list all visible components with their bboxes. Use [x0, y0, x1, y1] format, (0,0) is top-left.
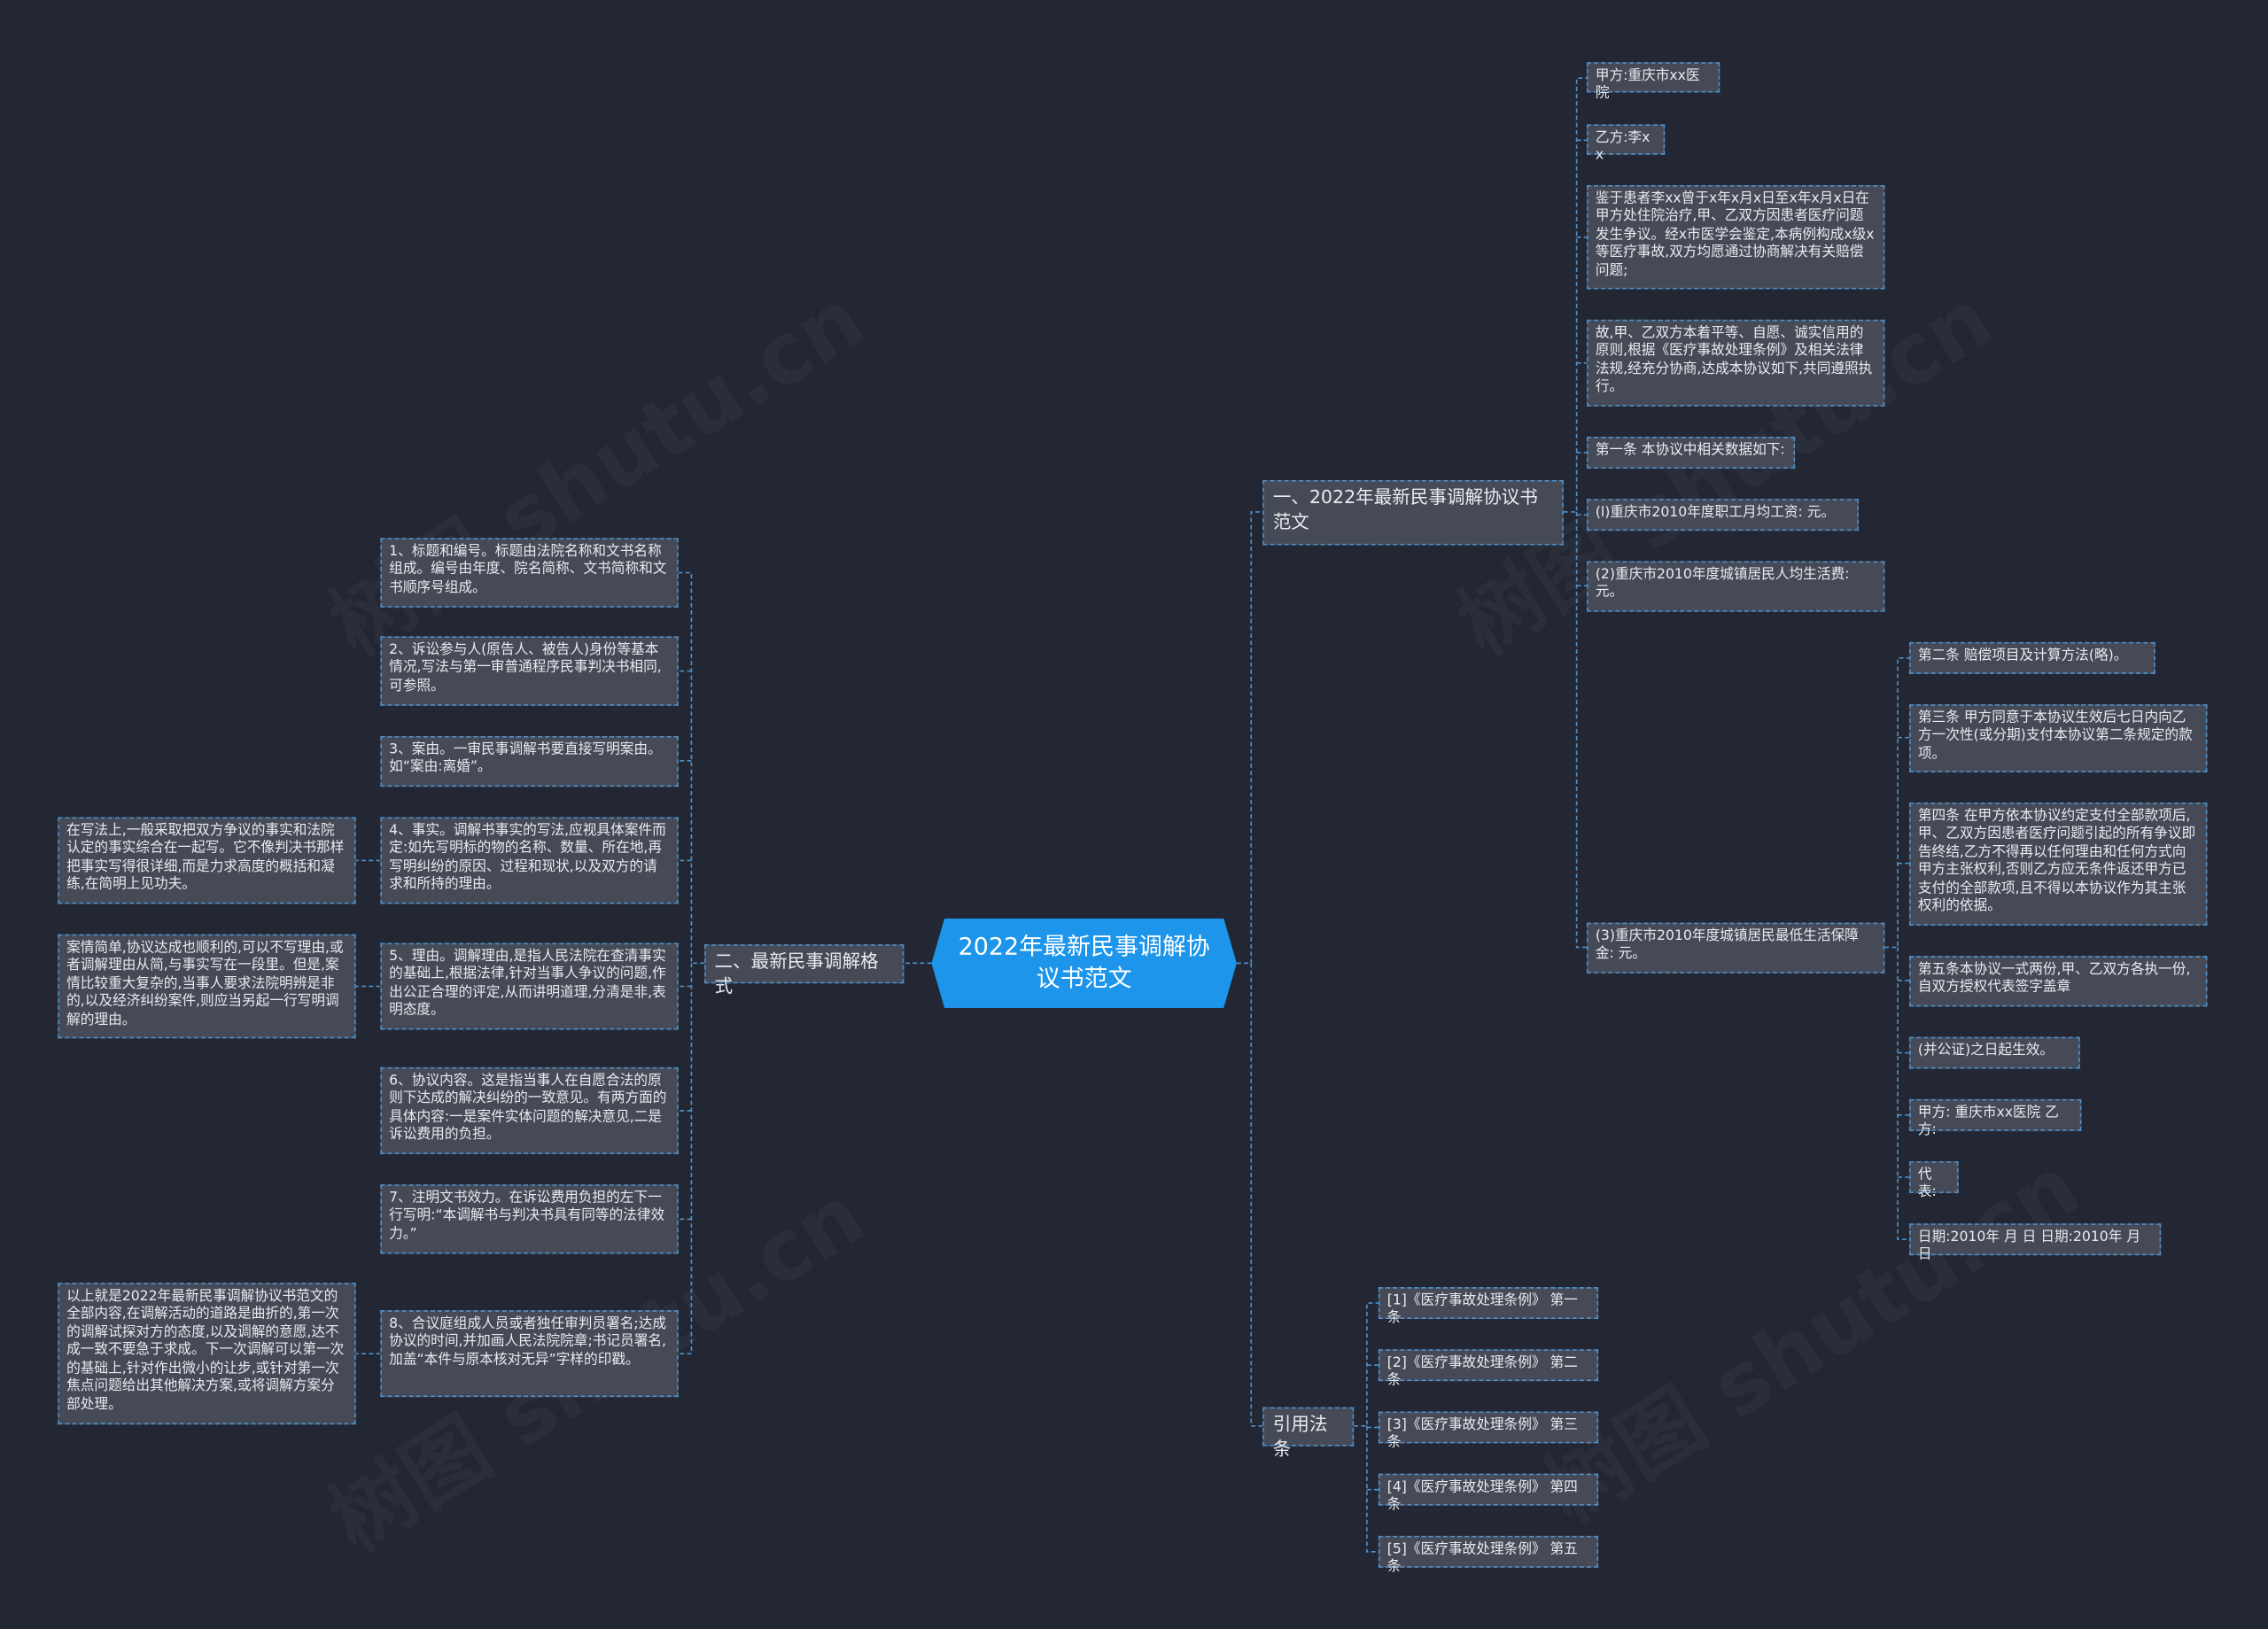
connector-line — [1897, 947, 1910, 1240]
connector-line — [1575, 511, 1588, 949]
agreement-item[interactable]: 故,甲、乙双方本着平等、自愿、诚实信用的原则,根据《医疗事故处理条例》及相关法律… — [1587, 319, 1885, 407]
connector-line — [678, 571, 705, 965]
format-item[interactable]: 8、合议庭组成人员或者独任审判员署名;达成协议的时间,并加画人民法院院章;书记员… — [380, 1310, 679, 1398]
root-topic-label: 2022年最新民事调解协议书范文 — [958, 932, 1210, 992]
agreement-item[interactable]: 鉴于患者李xx曾于x年x月x日至x年x月x日在甲方处住院治疗,甲、乙双方因患者医… — [1587, 184, 1885, 290]
format-item[interactable]: 7、注明文书效力。在诉讼费用负担的左下一行写明:“本调解书与判决书具有同等的法律… — [380, 1184, 679, 1254]
agreement-item[interactable]: (l)重庆市2010年度职工月均工资: 元。 — [1587, 499, 1859, 531]
branch-cited-laws[interactable]: 引用法条 — [1262, 1407, 1355, 1459]
agreement-item[interactable]: 甲方:重庆市xx医院 — [1587, 62, 1720, 102]
format-item[interactable]: 4、事实。调解书事实的写法,应视具体案件而定:如先写明标的物的名称、数量、所在地… — [380, 817, 679, 904]
agreement-item[interactable]: (2)重庆市2010年度城镇居民人均生活费: 元。 — [1587, 561, 1885, 612]
law-citation-item[interactable]: [3]《医疗事故处理条例》 第三条 — [1378, 1411, 1599, 1451]
law-citation-item[interactable]: [5]《医疗事故处理条例》 第五条 — [1378, 1535, 1599, 1576]
clause-item[interactable]: (并公证)之日起生效。 — [1909, 1036, 2080, 1069]
clause-item[interactable]: 第四条 在甲方依本协议约定支付全部款项后,甲、乙双方因患者医疗问题引起的所有争议… — [1909, 803, 2208, 926]
format-item[interactable]: 5、理由。调解理由,是指人民法院在查清事实的基础上,根据法律,针对当事人争议的问… — [380, 942, 679, 1030]
connector-line — [1884, 657, 1910, 949]
clause-item[interactable]: 代表: — [1909, 1161, 1959, 1201]
law-citation-item[interactable]: [2]《医疗事故处理条例》 第二条 — [1378, 1349, 1599, 1389]
format-item[interactable]: 3、案由。一审民事调解书要直接写明案由。如“案由:离婚”。 — [380, 736, 679, 787]
agreement-item[interactable]: 第一条 本协议中相关数据如下: — [1587, 437, 1796, 469]
format-item[interactable]: 1、标题和编号。标题由法院名称和文书名称组成。编号由年度、院名简称、文书简称和文… — [380, 538, 679, 608]
connector-line — [1236, 962, 1263, 1427]
format-item[interactable]: 6、协议内容。这是指当事人在自愿合法的原则下达成的解决纠纷的一致意见。有两方面的… — [380, 1067, 679, 1154]
connector-line — [1366, 1425, 1379, 1553]
clause-item[interactable]: 甲方: 重庆市xx医院 乙方: — [1909, 1098, 2082, 1139]
format-note[interactable]: 案情简单,协议达成也顺利的,可以不写理由,或者调解理由从简,与事实写在一段里。但… — [58, 934, 356, 1039]
root-topic[interactable]: 2022年最新民事调解协议书范文 — [931, 919, 1236, 1008]
format-item[interactable]: 2、诉讼参与人(原告人、被告人)身份等基本情况,写法与第一审普通程序民事判决书相… — [380, 636, 679, 706]
clause-item[interactable]: 日期:2010年 月 日 日期:2010年 月 日 — [1909, 1223, 2162, 1263]
clause-item[interactable]: 第五条本协议一式两份,甲、乙双方各执一份,自双方授权代表签字盖章 — [1909, 956, 2208, 1007]
connector-line — [678, 963, 693, 1354]
format-note[interactable]: 以上就是2022年最新民事调解协议书范文的全部内容,在调解活动的道路是曲折的,第… — [58, 1283, 356, 1425]
law-citation-item[interactable]: [4]《医疗事故处理条例》 第四条 — [1378, 1473, 1599, 1514]
connector-line — [1236, 511, 1263, 965]
branch-mediation-format[interactable]: 二、最新民事调解格式 — [704, 944, 905, 996]
agreement-item[interactable]: (3)重庆市2010年度城镇居民最低生活保障金: 元。 — [1587, 922, 1885, 974]
format-note[interactable]: 在写法上,一般采取把双方争议的事实和法院认定的事实综合在一起写。它不像判决书那样… — [58, 817, 356, 904]
law-citation-item[interactable]: [1]《医疗事故处理条例》 第一条 — [1378, 1287, 1599, 1327]
clause-item[interactable]: 第三条 甲方同意于本协议生效后七日内向乙方一次性(或分期)支付本协议第二条规定的… — [1909, 704, 2208, 772]
clause-item[interactable]: 第二条 赔偿项目及计算方法(略)。 — [1909, 641, 2155, 674]
agreement-item[interactable]: 乙方:李xx — [1587, 124, 1666, 164]
branch-agreement-sample[interactable]: 一、2022年最新民事调解协议书范文 — [1262, 480, 1564, 546]
connector-line — [1563, 77, 1588, 513]
